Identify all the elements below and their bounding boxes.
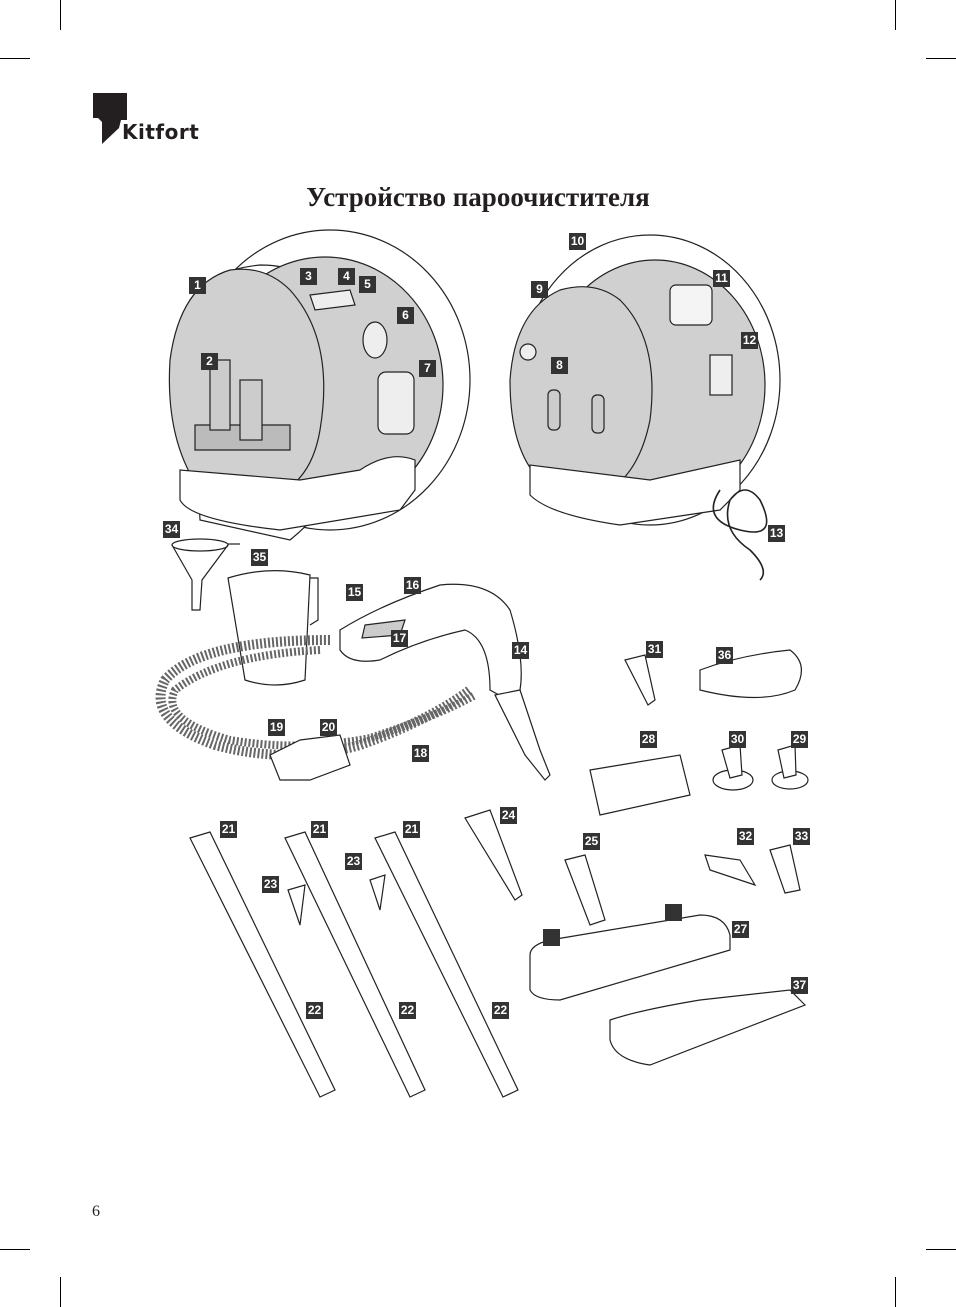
crop-mark [895,0,896,30]
callout-23: 23 [262,876,279,893]
scraper-nozzle [769,844,801,894]
callout-11: 11 [713,270,730,287]
callout-17: 17 [391,630,408,647]
callout-14: 14 [512,642,529,659]
callout-28: 28 [640,731,657,748]
callout-7: 7 [419,360,436,377]
round-brushes [712,744,809,791]
brush-nozzle [704,854,757,887]
callout-1: 1 [189,277,206,294]
crop-mark [895,1277,896,1307]
callout-37: 37 [791,977,808,994]
steam-hose [155,635,477,760]
window-nozzle [589,754,691,816]
callout-22: 22 [306,1002,323,1019]
angled-nozzle [624,654,656,706]
callout-8: 8 [551,357,568,374]
callout-2: 2 [201,353,218,370]
brand-shield-icon [93,93,127,144]
callout-22: 22 [399,1002,416,1019]
crop-mark [0,1249,30,1250]
callout-16: 16 [404,577,421,594]
callout-32: 32 [737,828,754,845]
callout-4: 4 [338,268,355,285]
page-number: 6 [92,1203,100,1220]
floor-cloth [609,989,807,1066]
callout-5: 5 [359,276,376,293]
callout-10: 10 [569,233,586,250]
callout-21: 21 [220,821,237,838]
callout-22: 22 [492,1002,509,1019]
funnel [171,538,240,611]
callout-9: 9 [531,281,548,298]
callout-33: 33 [793,828,810,845]
callout-30: 30 [729,731,746,748]
callout-36: 36 [716,647,733,664]
crop-mark [926,1249,956,1250]
callout-34: 34 [163,521,180,538]
crop-mark [0,58,30,59]
crop-mark [60,0,61,30]
main-unit-front-view [168,229,471,541]
callout-15: 15 [346,584,363,601]
callout-26 [665,904,682,921]
callout-21: 21 [403,821,420,838]
brand-name: Kitfort [122,120,200,144]
callout-25: 25 [583,833,600,850]
callout-12: 12 [741,332,758,349]
callout-19: 19 [268,719,285,736]
callout-24: 24 [500,807,517,824]
callout-18: 18 [412,745,429,762]
floor-nozzle [529,854,731,1001]
steam-gun [339,583,551,781]
crop-mark [926,58,956,59]
concentrator-nozzle [464,809,523,901]
brand-logo: Kitfort [92,92,202,148]
callout-27: 27 [732,921,749,938]
measuring-cup [227,570,319,686]
callout-3: 3 [300,268,317,285]
callout-20: 20 [320,719,337,736]
callout-26 [543,929,560,946]
callout-31: 31 [646,641,663,658]
callout-23: 23 [345,853,362,870]
extension-tubes [189,831,519,1098]
callout-6: 6 [397,307,414,324]
callout-13: 13 [768,525,785,542]
crop-mark [60,1277,61,1307]
callout-29: 29 [791,731,808,748]
main-unit-rear-view [509,234,781,581]
callout-21: 21 [311,821,328,838]
hose-connector [269,734,351,781]
callout-35: 35 [251,549,268,566]
page-title: Устройство пароочистителя [306,182,650,212]
